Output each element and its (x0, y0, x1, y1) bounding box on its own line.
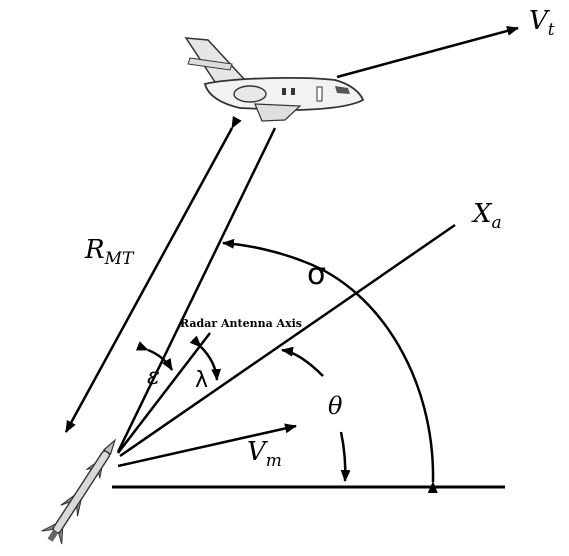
aircraft-icon (184, 37, 365, 122)
theta-label: θ (328, 392, 343, 420)
epsilon-angle-arc (135, 341, 174, 371)
line-of-sight (116, 127, 277, 453)
lambda-angle-arc (189, 335, 222, 381)
missile-icon (41, 438, 117, 545)
theta-angle-arc-lower (339, 431, 351, 482)
missile-body-axis-xa (119, 223, 456, 458)
range-label-rmt: RMT (84, 235, 135, 269)
lambda-label: λ (195, 368, 208, 393)
sigma-angle-arc (222, 238, 438, 494)
radar-antenna-axis-line (117, 332, 211, 454)
radar-antenna-axis-label: Radar Antenna Axis (180, 317, 302, 330)
target-velocity-label: Vt (529, 6, 555, 40)
target-velocity-arrow-vt (336, 26, 519, 79)
body-axis-label-xa: Xa (471, 199, 502, 233)
range-arrow-rmt (64, 115, 242, 433)
sigma-label: σ (307, 257, 326, 292)
epsilon-label: ε (147, 362, 160, 390)
missile-velocity-label: Vm (247, 437, 282, 471)
theta-angle-arc (281, 346, 324, 377)
